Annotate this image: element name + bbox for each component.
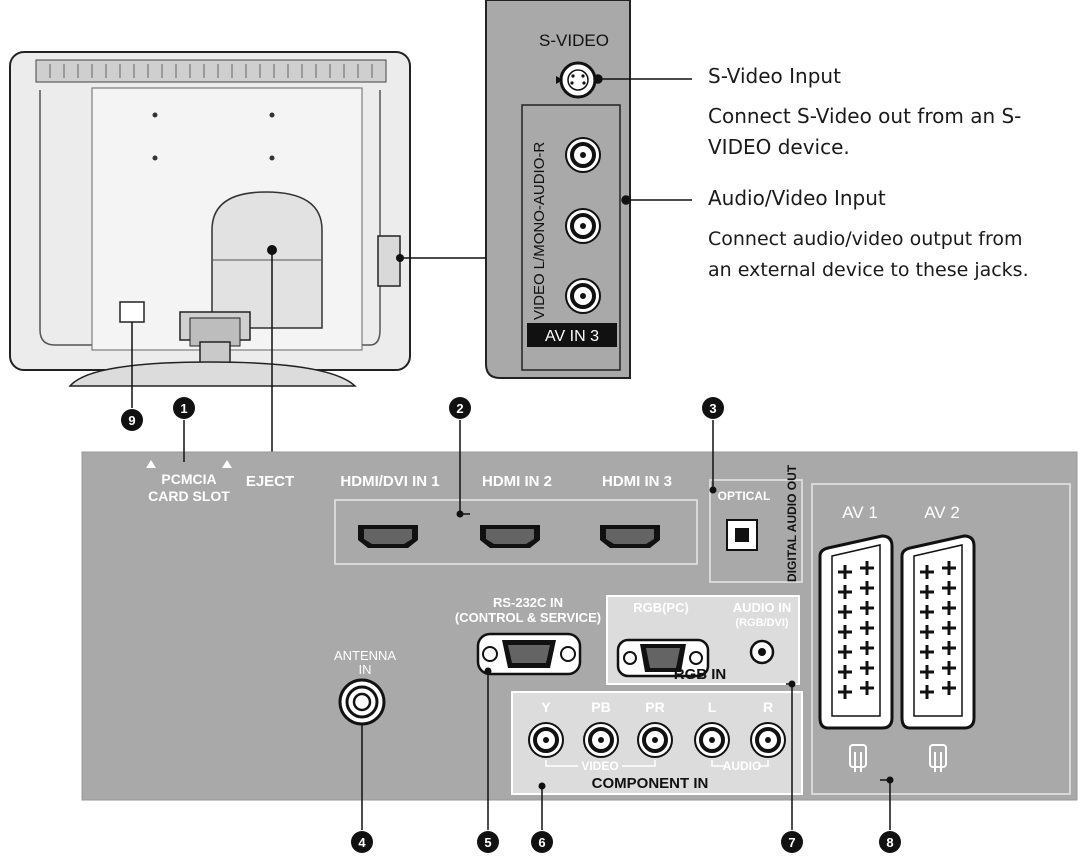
scart-av1 [818,534,894,730]
component-jack-labels: Y PB PR L R [541,699,773,715]
audio-in-label-line1: AUDIO IN [733,600,792,615]
rgb-pc-label: RGB(PC) [633,600,689,615]
av-in3-label: AV IN 3 [545,328,599,345]
rgb-pc-port [616,638,710,678]
component-video-label: VIDEO [581,759,618,773]
audio-in-jack [749,639,775,665]
number-badge-2: 2 [449,397,471,419]
antenna-label-line2: IN [359,662,372,677]
antenna-label-line1: ANTENNA [334,648,396,663]
svg-text:PR: PR [645,699,664,715]
number-badge-9: 9 [121,409,143,431]
svg-text:1: 1 [180,401,187,416]
svg-text:7: 7 [788,835,795,850]
number-badges: 1 2 3 4 5 6 7 8 9 [121,397,901,853]
av-vertical-label: VIDEOL/MONO-AUDIO-R [531,142,548,320]
optical-label: OPTICAL [718,489,771,503]
svg-text:DIGITAL AUDIO OUT: DIGITAL AUDIO OUT [785,464,799,582]
svideo-label: S-VIDEO [539,31,609,50]
rear-connection-panel: PCMCIA CARD SLOT EJECT HDMI/DVI IN 1 HDM… [81,451,1078,830]
eject-label: EJECT [246,473,294,490]
svg-text:PB: PB [591,699,610,715]
svg-text:6: 6 [538,835,545,850]
number-badge-1: 1 [173,397,195,419]
svg-text:Y: Y [541,699,551,715]
svideo-callout-desc-line2: VIDEO device. [708,135,850,159]
callout-lines [131,74,692,452]
rs232-label-line2: (CONTROL & SERVICE) [455,610,601,625]
number-badge-3: 3 [702,397,724,419]
svg-text:4: 4 [358,835,366,850]
svideo-callout-desc-line1: Connect S-Video out from an S- [708,104,1022,128]
av1-label: AV 1 [842,503,878,522]
audio-in-label-line2: (RGB/DVI) [735,617,789,629]
component-in-label: COMPONENT IN [592,775,709,792]
component-audio-label: AUDIO [723,759,762,773]
number-badge-5: 5 [477,831,499,853]
scart-io-icons [849,744,947,772]
number-badge-4: 4 [351,831,373,853]
tv-rear-view [9,51,411,387]
hdmi-ports [358,525,660,548]
pcmcia-label-line2: CARD SLOT [148,488,230,504]
av-callout-title: Audio/Video Input [708,186,886,210]
antenna-port [338,678,386,726]
svg-text:R: R [763,699,773,715]
number-badge-7: 7 [781,831,803,853]
svg-text:8: 8 [886,835,893,850]
av-callout-desc-line1: Connect audio/video output from [708,228,1023,250]
component-rca-jacks [528,722,786,758]
svg-text:5: 5 [484,835,491,850]
pcmcia-label-line1: PCMCIA [161,471,216,487]
svg-text:VIDEOL/MONO-AUDIO-R: VIDEOL/MONO-AUDIO-R [531,142,548,320]
rs232-label-line1: RS-232C IN [493,595,563,610]
number-leader-lines [183,420,891,830]
side-av-panel: S-VIDEO VIDEOL/MONO-AUDIO-R AV IN 3 [485,0,631,379]
number-badge-6: 6 [531,831,553,853]
scart-av2 [900,534,976,730]
svg-text:2: 2 [456,401,463,416]
number-badge-8: 8 [879,831,901,853]
svg-text:9: 9 [128,413,135,428]
svideo-callout-title: S-Video Input [708,64,841,88]
av2-label: AV 2 [924,503,960,522]
av-in3-rca-jacks [565,137,601,314]
av-callout-desc-line2: an external device to these jacks. [708,259,1029,281]
rgb-in-label: RGB IN [674,666,727,683]
digital-audio-out-label: DIGITAL AUDIO OUT [785,464,799,582]
rs232-port [476,632,582,676]
svg-text:L: L [708,699,717,715]
hdmi1-label: HDMI/DVI IN 1 [340,473,439,490]
hdmi3-label: HDMI IN 3 [602,473,672,490]
svg-text:3: 3 [709,401,716,416]
hdmi2-label: HDMI IN 2 [482,473,552,490]
